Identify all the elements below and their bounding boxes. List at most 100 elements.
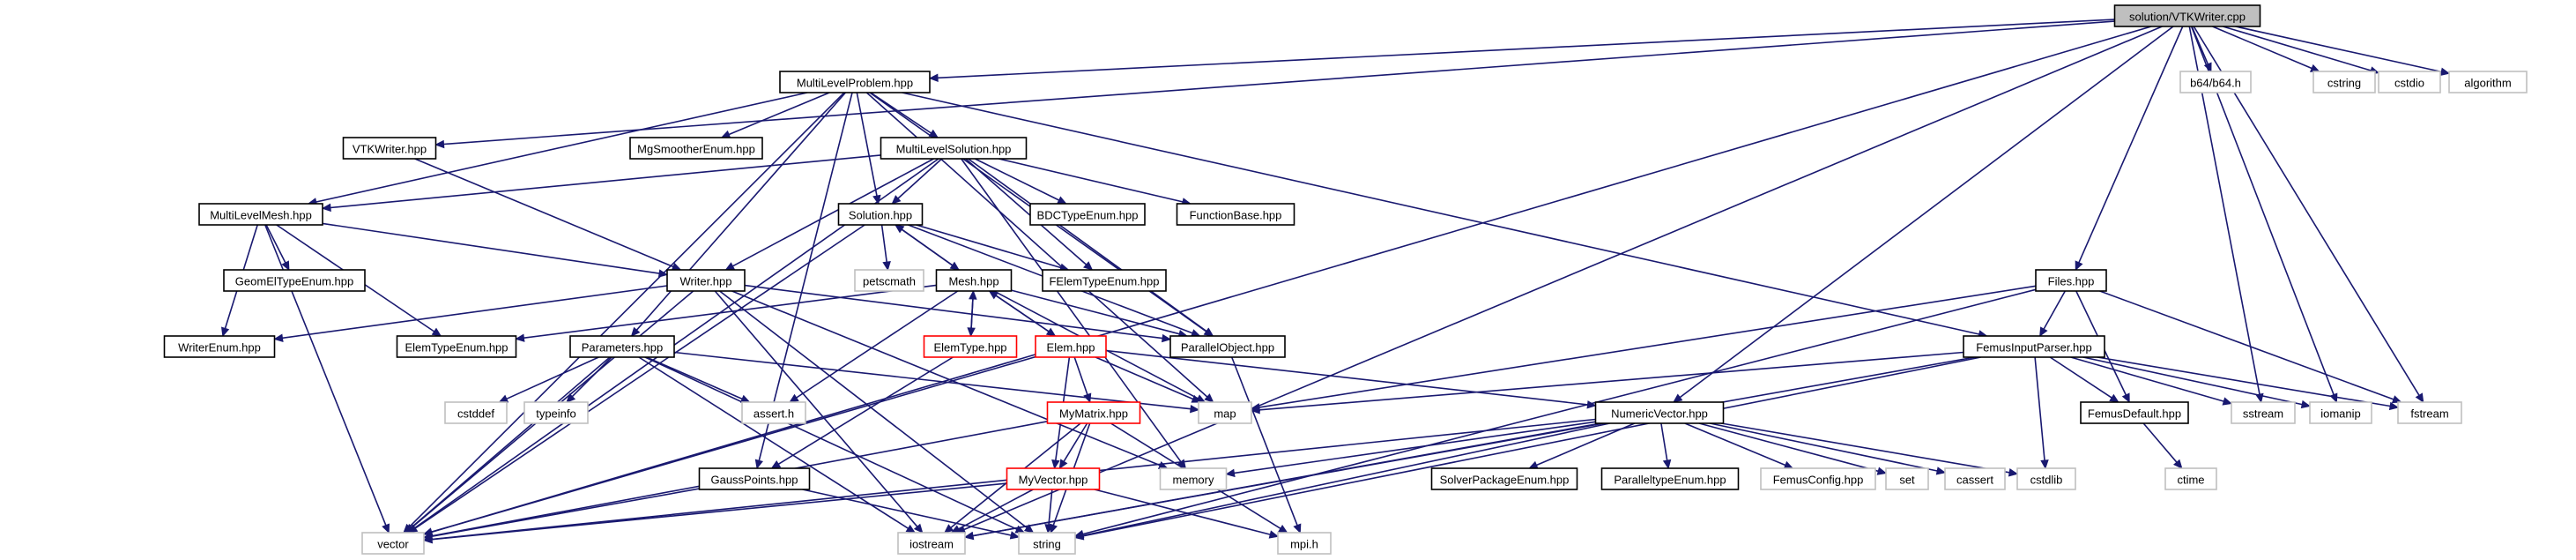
node-vtkwriter_cpp[interactable]: solution/VTKWriter.cpp	[2113, 4, 2261, 27]
node-writer[interactable]: Writer.hpp	[666, 269, 746, 292]
node-label: FemusInputParser.hpp	[1976, 341, 2092, 355]
edge-line	[880, 224, 887, 263]
edge-vtkwriter_cpp-to-vtkwriter_hpp	[434, 20, 2115, 149]
edge-arrowhead	[1191, 394, 1202, 403]
node-files[interactable]: Files.hpp	[2035, 269, 2107, 292]
node-iostream: iostream	[897, 532, 966, 555]
node-numericvector[interactable]: NumericVector.hpp	[1594, 401, 1725, 424]
edge-writer-to-string	[719, 290, 1035, 534]
edge-arrowhead	[1876, 467, 1888, 475]
node-label: string	[1033, 538, 1061, 551]
edge-line	[673, 351, 1191, 410]
edge-parallelobject-to-mpih	[1230, 356, 1302, 534]
edge-arrowhead	[1673, 393, 1683, 403]
edge-arrowhead	[281, 260, 290, 272]
node-cstdlib: cstdlib	[2016, 467, 2076, 490]
node-label: sstream	[2243, 407, 2283, 421]
node-box	[2378, 71, 2441, 93]
node-elem[interactable]: Elem.hpp	[1035, 335, 1107, 358]
edge-line	[1048, 489, 1053, 526]
node-label: ElemTypeEnum.hpp	[405, 341, 508, 355]
edge-line	[2043, 290, 2066, 330]
node-vtkwriter_hpp[interactable]: VTKWriter.hpp	[342, 137, 437, 160]
edge-line	[2142, 422, 2178, 463]
edge-line	[731, 290, 1161, 467]
node-label: cstdio	[2394, 77, 2424, 90]
node-parameters[interactable]: Parameters.hpp	[569, 335, 675, 358]
edge-line	[2235, 26, 2442, 73]
edge-line	[1698, 422, 1879, 473]
node-femusconfig: FemusConfig.hpp	[1760, 467, 1876, 490]
edge-arrowhead	[2109, 393, 2119, 403]
node-writerenum[interactable]: WriterEnum.hpp	[163, 335, 276, 358]
edge-line	[411, 356, 611, 528]
edge-line	[2223, 26, 2372, 71]
edge-arrowhead	[988, 290, 999, 300]
node-label: vector	[377, 538, 409, 551]
node-elemtypeenum[interactable]: ElemTypeEnum.hpp	[396, 335, 517, 358]
edge-line	[937, 19, 2115, 79]
edge-arrowhead	[657, 269, 669, 278]
node-femusdefault[interactable]: FemusDefault.hpp	[2080, 401, 2189, 424]
node-label: MultiLevelProblem.hpp	[797, 77, 913, 90]
edge-arrowhead	[720, 130, 731, 138]
edge-line	[1710, 422, 1938, 472]
node-label: algorithm	[2464, 77, 2511, 90]
edge-arrowhead	[1204, 393, 1214, 403]
node-petscmath: petscmath	[854, 269, 924, 292]
node-mymatrix[interactable]: MyMatrix.hpp	[1046, 401, 1141, 424]
node-bdctype[interactable]: BDCTypeEnum.hpp	[1029, 203, 1146, 226]
node-cstdio: cstdio	[2378, 71, 2441, 93]
edge-arrowhead	[1528, 460, 1539, 469]
node-myvector[interactable]: MyVector.hpp	[1006, 467, 1101, 490]
node-multilevelmesh[interactable]: MultiLevelMesh.hpp	[198, 203, 323, 226]
edge-solution-to-petscmath	[880, 224, 891, 272]
edge-arrowhead	[1250, 405, 1260, 414]
node-feleltype[interactable]: FElemTypeEnum.hpp	[1042, 269, 1167, 292]
edge-writer-to-iostream	[714, 290, 924, 534]
node-femusinputparser[interactable]: FemusInputParser.hpp	[1963, 335, 2105, 358]
edge-arrowhead	[739, 394, 751, 403]
edge-arrowhead	[273, 333, 284, 342]
edge-arrowhead	[498, 394, 509, 403]
edge-line	[646, 356, 743, 400]
node-label: ElemType.hpp	[933, 341, 1006, 355]
node-label: FemusDefault.hpp	[2088, 407, 2181, 421]
node-mgsmoother[interactable]: MgSmootherEnum.hpp	[629, 137, 763, 160]
edge-arrowhead	[913, 523, 924, 534]
nodes-layer: solution/VTKWriter.cppMultiLevelProblem.…	[163, 4, 2528, 555]
node-functionbase[interactable]: FunctionBase.hpp	[1176, 203, 1295, 226]
node-box	[1277, 532, 1332, 555]
node-solution[interactable]: Solution.hpp	[837, 203, 924, 226]
edge-line	[431, 355, 1036, 534]
edge-solution-to-feleltype	[916, 224, 1070, 272]
edge-line	[974, 158, 1059, 201]
node-multilevelproblem[interactable]: MultiLevelProblem.hpp	[779, 71, 931, 93]
node-multilevelsolution[interactable]: MultiLevelSolution.hpp	[880, 137, 1028, 160]
edge-arrowhead	[1225, 468, 1236, 478]
node-paralleltype[interactable]: ParalleltypeEnum.hpp	[1600, 467, 1740, 490]
edge-arrowhead	[2172, 459, 2183, 469]
node-elemtype[interactable]: ElemType.hpp	[923, 335, 1018, 358]
edge-femusinputparser-to-cstdlib	[2034, 356, 2049, 470]
node-string: string	[1018, 532, 1076, 555]
edge-multilevelproblem-to-gausspoints	[754, 92, 853, 470]
edge-arrowhead	[1051, 459, 1060, 470]
node-parallelobject[interactable]: ParallelObject.hpp	[1169, 335, 1286, 358]
node-box	[1035, 335, 1107, 358]
edge-multilevelsolution-to-feleltype	[965, 158, 1094, 271]
node-label: ParalleltypeEnum.hpp	[1614, 474, 1726, 487]
edge-line	[1721, 422, 2010, 474]
node-box	[923, 335, 1018, 358]
edge-numericvector-to-solverpackage	[1528, 422, 1636, 469]
edge-gausspoints-to-vector	[422, 488, 700, 541]
edge-line	[732, 158, 934, 267]
node-gausspoints[interactable]: GaussPoints.hpp	[698, 467, 811, 490]
node-solverpackage[interactable]: SolverPackageEnum.hpp	[1430, 467, 1578, 490]
edge-arrowhead	[1278, 524, 1288, 534]
node-label: iostream	[909, 538, 954, 551]
node-mesh[interactable]: Mesh.hpp	[935, 269, 1013, 292]
edge-arrowhead	[1057, 196, 1067, 205]
node-label: BDCTypeEnum.hpp	[1037, 209, 1139, 222]
node-geomeltype[interactable]: GeomElTypeEnum.hpp	[223, 269, 366, 292]
